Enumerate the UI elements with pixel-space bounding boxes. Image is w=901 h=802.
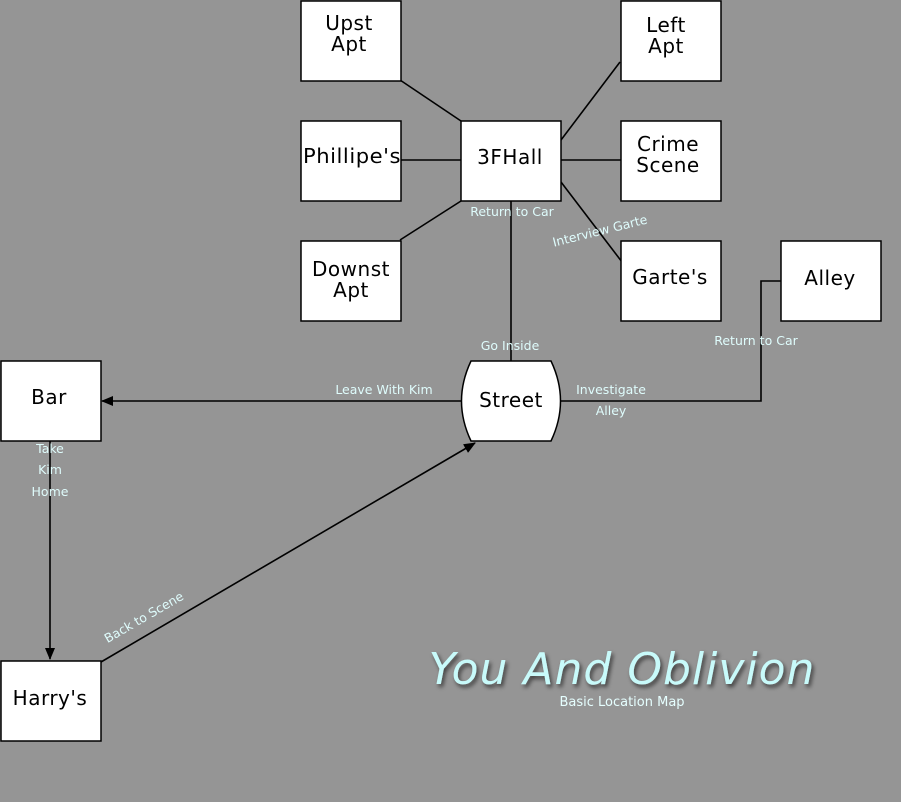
edge-left-apt-3fhall [560, 61, 621, 141]
node-alley-label: Alley [804, 266, 855, 290]
node-bar[interactable]: Bar [0, 360, 102, 442]
edges [45, 61, 781, 663]
node-downst-apt-label-2: Apt [333, 278, 369, 302]
node-street-label: Street [479, 388, 543, 412]
node-upst-apt[interactable]: Upst Apt [300, 0, 402, 82]
map-title: You And Oblivion [429, 644, 816, 695]
edge-harrys-street [100, 442, 476, 663]
edge-alley-street [561, 280, 781, 402]
node-3fhall[interactable]: 3FHall [460, 120, 562, 202]
edge-gartes-3fhall [560, 181, 623, 263]
node-bar-label: Bar [31, 385, 67, 409]
node-left-apt-label-1: Left [646, 13, 686, 37]
node-harrys[interactable]: Harry's [0, 660, 102, 742]
node-street[interactable]: Street [460, 360, 562, 442]
label-investigate-alley-1: Investigate [576, 382, 646, 397]
node-crime-scene-label-1: Crime [637, 132, 699, 156]
node-gartes[interactable]: Garte's [620, 240, 722, 322]
node-phillipes[interactable]: Phillipe's [300, 120, 402, 202]
node-phillipes-label: Phillipe's [303, 144, 401, 168]
label-return-to-car-hall: Return to Car [470, 204, 554, 219]
node-downst-apt[interactable]: Downst Apt [300, 240, 402, 322]
label-take-kim-home-2: Kim [38, 462, 62, 477]
label-go-inside: Go Inside [481, 338, 540, 353]
node-crime-scene[interactable]: Crime Scene [620, 120, 722, 202]
node-upst-apt-label-1: Upst [325, 11, 373, 35]
node-upst-apt-label-2: Apt [331, 32, 367, 56]
label-investigate-alley-2: Alley [596, 403, 627, 418]
map-subtitle: Basic Location Map [559, 695, 684, 710]
node-left-apt[interactable]: Left Apt [620, 0, 722, 82]
label-leave-with-kim: Leave With Kim [335, 382, 432, 397]
node-3fhall-label: 3FHall [477, 145, 543, 169]
node-alley[interactable]: Alley [780, 240, 882, 322]
node-gartes-label: Garte's [632, 265, 708, 289]
node-downst-apt-label-1: Downst [312, 257, 390, 281]
label-take-kim-home-3: Home [32, 484, 69, 499]
edge-downst-apt-3fhall [399, 200, 462, 241]
edge-upst-apt-3fhall [399, 79, 462, 122]
node-crime-scene-label-2: Scene [636, 153, 699, 177]
node-harrys-label: Harry's [13, 686, 88, 710]
label-take-kim-home-1: Take [35, 441, 64, 456]
label-return-to-car-alley: Return to Car [714, 333, 798, 348]
node-left-apt-label-2: Apt [648, 34, 684, 58]
